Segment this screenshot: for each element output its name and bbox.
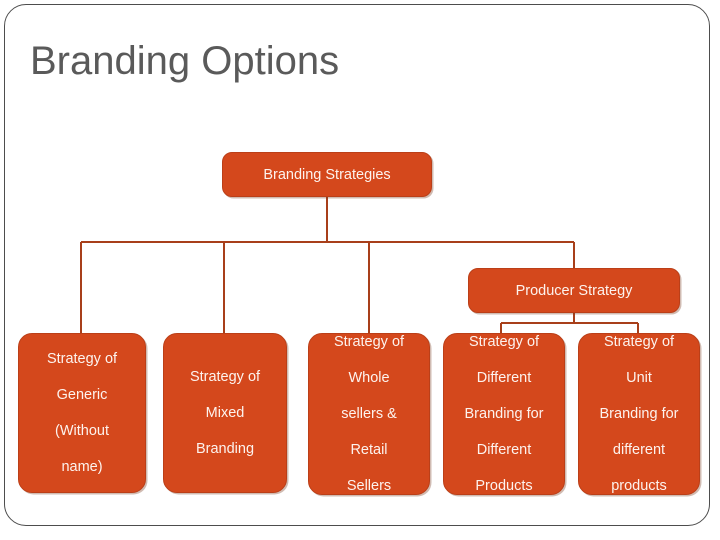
node-line: Strategy of — [46, 351, 118, 367]
node-label: Strategy of Whole sellers & Retail Selle… — [313, 324, 425, 504]
node-line: Strategy of — [468, 334, 540, 350]
node-strategy-of-different-branding[interactable]: Strategy of Different Branding for Diffe… — [443, 333, 565, 495]
node-line: Branding for — [464, 406, 544, 422]
page-title: Branding Options — [30, 39, 340, 83]
node-line: Unit — [626, 370, 652, 386]
node-label: Strategy of Generic (Without name) — [23, 341, 141, 485]
node-label: Strategy of Different Branding for Diffe… — [448, 324, 560, 504]
node-strategy-of-unit-branding[interactable]: Strategy of Unit Branding for different … — [578, 333, 700, 495]
node-line: Different — [476, 442, 532, 458]
node-line: sellers & — [341, 406, 397, 422]
node-line: name) — [61, 459, 103, 475]
node-label: Strategy of Unit Branding for different … — [583, 324, 695, 504]
node-line: (Without — [55, 423, 109, 439]
node-strategy-of-wholesellers-retail[interactable]: Strategy of Whole sellers & Retail Selle… — [308, 333, 430, 495]
node-line: Generic — [56, 387, 108, 403]
node-line: Whole — [348, 370, 390, 386]
node-line: different — [612, 442, 666, 458]
node-line: Sellers — [346, 478, 392, 494]
node-line: Branding for — [599, 406, 679, 422]
node-line: Strategy of — [603, 334, 675, 350]
node-label: Branding Strategies — [263, 166, 391, 183]
node-line: Mixed — [205, 405, 245, 421]
node-label: Producer Strategy — [515, 282, 633, 299]
node-line: Strategy of — [333, 334, 405, 350]
node-line: Products — [475, 478, 533, 494]
node-producer-strategy[interactable]: Producer Strategy — [468, 268, 680, 313]
node-line: Retail — [350, 442, 388, 458]
node-branding-strategies[interactable]: Branding Strategies — [222, 152, 432, 197]
node-strategy-of-mixed-branding[interactable]: Strategy of Mixed Branding — [163, 333, 287, 493]
node-strategy-of-generic[interactable]: Strategy of Generic (Without name) — [18, 333, 146, 493]
node-line: products — [611, 478, 667, 494]
node-line: Different — [476, 370, 532, 386]
node-line: Branding — [195, 441, 255, 457]
node-line: Strategy of — [189, 369, 261, 385]
node-label: Strategy of Mixed Branding — [168, 359, 282, 467]
